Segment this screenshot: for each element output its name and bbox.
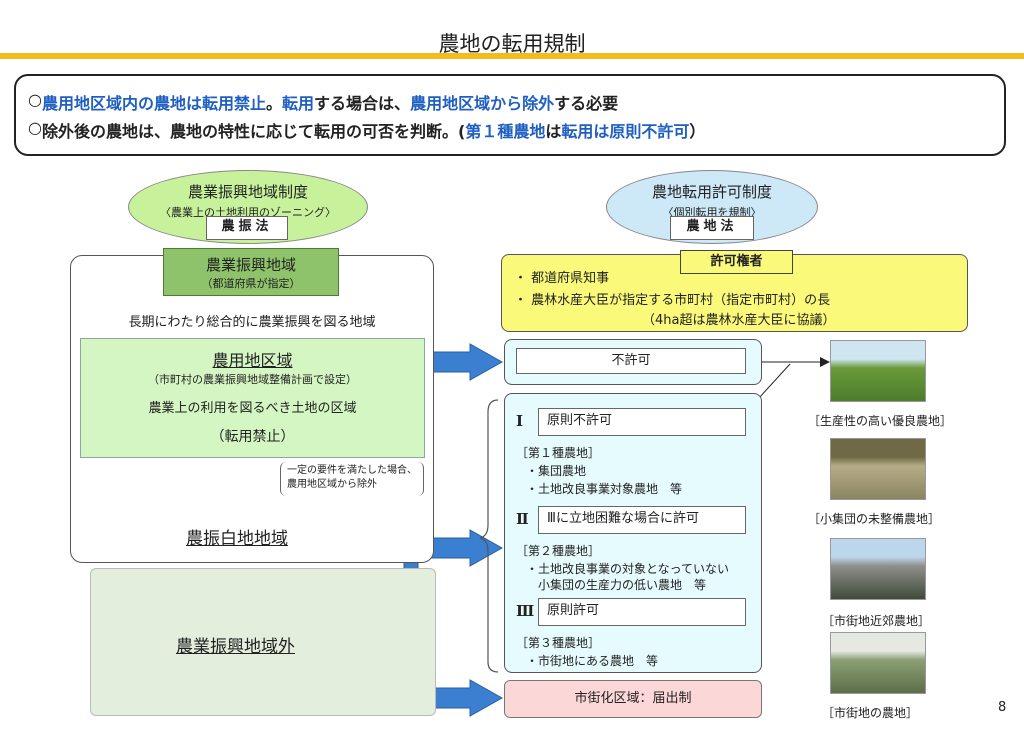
urban-zone-box: 市街化区域：届出制 [504, 680, 762, 718]
zone-title: 農業振興地域 [205, 256, 296, 274]
photo-caption: ［小集団の未整備農地］ [808, 512, 941, 526]
class-item: ・土地改良事業の対象となっていない [526, 562, 730, 576]
permission-item: ・ 農林水産大臣が指定する市町村（指定市町村）の長 [514, 293, 831, 308]
summary-segment: 除外後の農地は、農地の特性に応じて転用の可否を判断。( [42, 122, 466, 141]
photo-caption: ［生産性の高い優良農地］ [808, 414, 953, 428]
exclusion-note-line-1: 一定の要件を満たした場合、 [287, 465, 417, 476]
summary-box [14, 74, 1006, 156]
class-item: 小集団の生産力の低い農地 等 [526, 578, 707, 592]
summary-segment: 農用地区域内の農地は転用禁止 [42, 94, 267, 113]
page-title: 農地の転用規制 [438, 32, 586, 56]
summary-segment: 転用は原則不許可 [561, 122, 690, 141]
class-numeral-1: Ⅰ [516, 412, 524, 430]
farmland-photo [830, 632, 926, 694]
law-label-nouchi: 農地法 [670, 216, 754, 240]
exclusion-note-line-2: 農用地区域から除外 [287, 479, 377, 490]
summary-segment: 第１種農地 [465, 122, 546, 141]
agri-area-description: 農業上の利用を図るべき土地の区域 [148, 401, 357, 416]
not-permitted-label: 不許可 [516, 348, 746, 374]
right-system-title: 農地転用許可制度 [651, 183, 772, 201]
agri-area-designated: （市町村の農業振興地域整備計画で設定） [148, 373, 357, 386]
permission-item: ・ 都道府県知事 [514, 271, 610, 286]
bullet-icon: ○ [28, 90, 42, 109]
permission-note: （4ha超は農林水産大臣に協議） [642, 313, 836, 328]
brace-icon [479, 399, 499, 673]
summary-line-2: 除外後の農地は、農地の特性に応じて転用の可否を判断。(第１種農地は転用は原則不許… [42, 118, 705, 142]
left-system-subtitle: 〈農業上の土地利用のゾーニング〉 [160, 206, 336, 219]
zone-designated: （都道府県が指定） [201, 277, 301, 290]
title-underline [0, 53, 1024, 59]
right-system-subtitle: 〈個別転用を規制〉 [662, 206, 762, 219]
summary-segment: は [545, 122, 562, 141]
summary-segment: する場合は、 [314, 94, 411, 113]
summary-segment: する必要 [554, 94, 619, 113]
page-number: 8 [998, 700, 1007, 715]
photo-caption: ［市街地近郊農地］ [822, 614, 931, 628]
class-item: ・集団農地 [526, 464, 587, 478]
class-rule-2: Ⅲに立地困難な場合に許可 [538, 506, 746, 534]
summary-segment: ） [689, 122, 706, 141]
outside-zone-box [90, 568, 436, 716]
class-rule-1: 原則不許可 [538, 408, 746, 436]
summary-segment: 転用 [282, 94, 315, 113]
summary-line-1: 農用地区域内の農地は転用禁止。転用する場合は、農用地区域から除外する必要 [42, 90, 618, 114]
class-numeral-3: Ⅲ [516, 602, 535, 620]
exclusion-note: 一定の要件を満たした場合、 農用地区域から除外 [280, 462, 424, 496]
summary-segment: 農用地区域から除外 [410, 94, 555, 113]
law-label-nousin: 農振法 [206, 216, 288, 240]
agri-land-area-box: 農用地区域 （市町村の農業振興地域整備計画で設定） 農業上の利用を図るべき土地の… [80, 338, 425, 458]
farmland-photo [830, 340, 926, 402]
agri-area-title: 農用地区域 [212, 351, 293, 370]
class-rule-3: 原則許可 [538, 598, 746, 626]
arrowhead-icon [820, 357, 830, 367]
class-numeral-2: Ⅱ [516, 510, 529, 528]
class-item: ・土地改良事業対象農地 等 [526, 482, 683, 496]
farmland-photo [830, 538, 926, 600]
zone-header: 農業振興地域 （都道府県が指定） [163, 248, 339, 296]
class-category-2: ［第２種農地］ [516, 544, 601, 558]
zone-description: 長期にわたり総合的に農業振興を図る地域 [128, 315, 376, 330]
outside-area-label: 農業振興地域外 [176, 637, 295, 657]
agri-area-note: （転用禁止） [210, 429, 295, 445]
summary-segment: 。 [266, 94, 283, 113]
class-item: ・市街地にある農地 等 [526, 654, 659, 668]
class-category-3: ［第３種農地］ [516, 636, 601, 650]
bullet-icon: ○ [28, 118, 42, 137]
permission-title: 許可権者 [680, 250, 793, 274]
photo-caption: ［市街地の農地］ [822, 706, 919, 720]
farmland-photo [830, 438, 926, 500]
class-category-1: ［第１種農地］ [516, 446, 601, 460]
white-area-label: 農振白地地域 [186, 529, 288, 549]
left-system-title: 農業振興地域制度 [187, 183, 308, 201]
